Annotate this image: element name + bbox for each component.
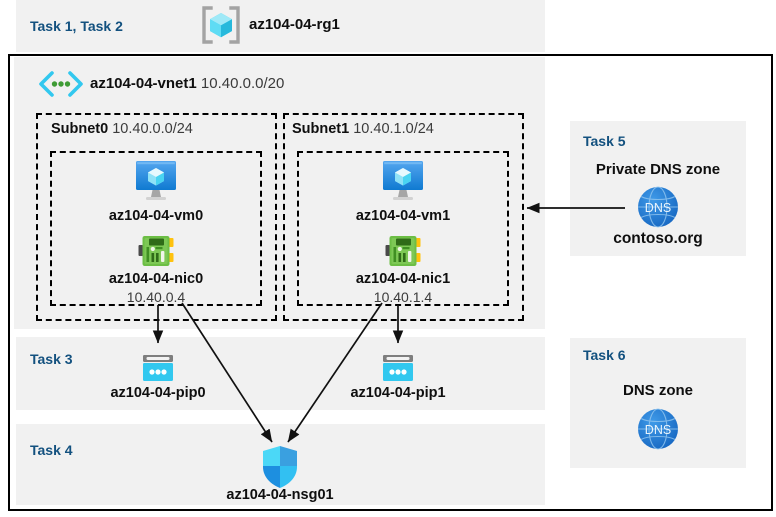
- vm1-name: az104-04-vm1: [355, 208, 451, 224]
- virtual-machine-icon: [380, 160, 426, 202]
- task-label-5: Task 5: [583, 133, 626, 149]
- dns-zone-icon: DNS: [636, 185, 680, 229]
- subnet0-name: Subnet0: [51, 121, 109, 137]
- subnet1-name: Subnet1: [292, 121, 350, 137]
- svg-text:DNS: DNS: [645, 201, 671, 215]
- nic0-ip: 10.40.0.4: [126, 289, 186, 305]
- task-label-4: Task 4: [30, 442, 73, 458]
- network-interface-icon: [383, 234, 423, 268]
- task-label-6: Task 6: [583, 347, 626, 363]
- subnet1-container: [283, 113, 524, 321]
- subnet0-cidr: 10.40.0.0/24: [112, 121, 193, 137]
- vnet-panel-bg: [14, 57, 545, 329]
- task3-panel: [16, 337, 545, 410]
- network-security-group-icon: [261, 445, 299, 489]
- nic1-ip: 10.40.1.4: [373, 289, 433, 305]
- resource-group-border: [8, 54, 773, 511]
- virtual-machine-icon: [133, 160, 179, 202]
- subnet0-resource-group: [50, 151, 262, 306]
- subnet0-header: Subnet0 10.40.0.0/24: [51, 121, 193, 137]
- vm0-name: az104-04-vm0: [108, 208, 204, 224]
- svg-text:DNS: DNS: [645, 423, 671, 437]
- task1-task2-panel: [16, 0, 545, 52]
- private-dns-zone-name: contoso.org: [613, 230, 703, 247]
- task-label-3: Task 3: [30, 351, 73, 367]
- virtual-network-icon: [38, 71, 84, 97]
- nsg-name: az104-04-nsg01: [226, 487, 334, 503]
- public-dns-zone-title: DNS zone: [622, 382, 693, 399]
- subnet1-cidr: 10.40.1.0/24: [353, 121, 434, 137]
- public-ip-address-icon: [141, 354, 175, 384]
- vnet-name: az104-04-vnet1: [90, 75, 197, 92]
- vnet-cidr: 10.40.0.0/20: [200, 75, 285, 92]
- resource-group-name: az104-04-rg1: [249, 16, 340, 33]
- vnet-header: az104-04-vnet1 10.40.0.0/20: [90, 75, 284, 92]
- dns-zone-icon: DNS: [636, 407, 680, 451]
- private-dns-zone-title: Private DNS zone: [595, 161, 721, 178]
- resource-group-icon: [198, 5, 244, 45]
- subnet1-resource-group: [297, 151, 509, 306]
- network-interface-icon: [136, 234, 176, 268]
- nic0-name: az104-04-nic0: [108, 271, 204, 287]
- pip1-name: az104-04-pip1: [350, 385, 446, 401]
- subnet0-container: [36, 113, 277, 321]
- task-label-1-2: Task 1, Task 2: [30, 18, 123, 34]
- pip0-name: az104-04-pip0: [110, 385, 206, 401]
- nic1-name: az104-04-nic1: [355, 271, 451, 287]
- public-ip-address-icon: [381, 354, 415, 384]
- subnet1-header: Subnet1 10.40.1.0/24: [292, 121, 434, 137]
